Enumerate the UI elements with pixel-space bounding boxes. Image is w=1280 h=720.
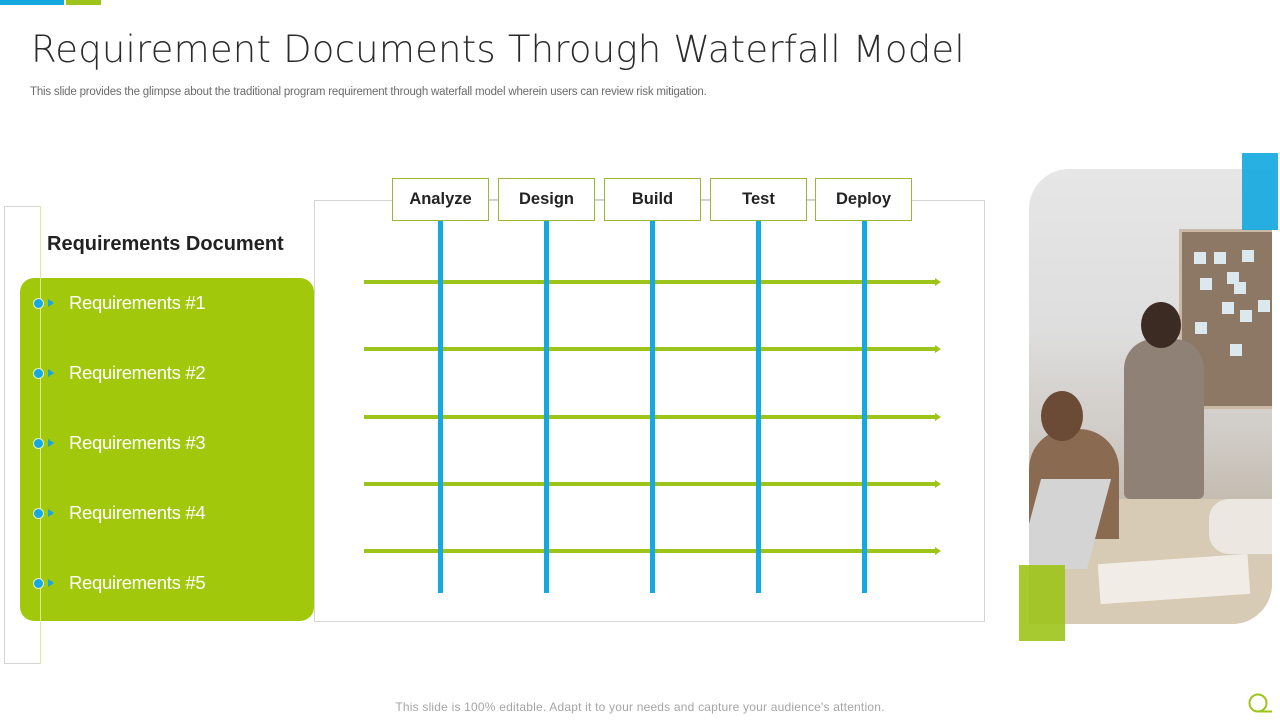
photo-person-standing — [1124, 339, 1204, 499]
phase-line-analyze — [438, 221, 443, 593]
requirement-item: Requirements #2 — [33, 361, 206, 385]
triangle-arrow-icon — [48, 299, 54, 307]
top-accent-bar-blue — [0, 0, 64, 5]
phase-line-design — [544, 221, 549, 593]
circle-dot-icon — [33, 297, 44, 309]
phase-box-deploy: Deploy — [815, 178, 912, 221]
phase-box-analyze: Analyze — [392, 178, 489, 221]
photo-arm — [1209, 499, 1272, 554]
circle-dot-icon — [33, 507, 44, 519]
phase-connector — [489, 199, 498, 200]
decorative-green-block — [1019, 565, 1065, 641]
requirement-item: Requirements #3 — [33, 431, 206, 455]
photo-person-head — [1041, 391, 1083, 441]
phase-line-test — [756, 221, 761, 593]
requirement-label: Requirements #3 — [69, 432, 206, 453]
phase-connector — [595, 199, 604, 200]
phase-box-design: Design — [498, 178, 595, 221]
requirement-label: Requirements #2 — [69, 362, 206, 383]
phase-connector — [807, 199, 815, 200]
circle-dot-icon — [33, 367, 44, 379]
triangle-arrow-icon — [48, 369, 54, 377]
circle-dot-icon — [33, 577, 44, 589]
page-subtitle: This slide provides the glimpse about th… — [30, 86, 707, 98]
requirement-item: Requirements #4 — [33, 501, 206, 525]
phase-box-test: Test — [710, 178, 807, 221]
page-title: Requirement Documents Through Waterfall … — [31, 28, 965, 71]
triangle-arrow-icon — [48, 579, 54, 587]
brand-q-logo-icon — [1248, 693, 1272, 713]
team-meeting-photo — [1029, 169, 1272, 624]
requirement-item: Requirements #1 — [33, 291, 206, 315]
requirement-label: Requirements #1 — [69, 292, 206, 313]
phase-connector — [701, 199, 710, 200]
footer-note: This slide is 100% editable. Adapt it to… — [395, 700, 885, 714]
circle-dot-icon — [33, 437, 44, 449]
requirements-heading: Requirements Document — [47, 233, 284, 255]
top-accent-bar-green — [66, 0, 101, 5]
phase-line-deploy — [862, 221, 867, 593]
requirements-timeline-line — [40, 206, 41, 664]
requirement-label: Requirements #4 — [69, 502, 206, 523]
phase-box-build: Build — [604, 178, 701, 221]
requirement-item: Requirements #5 — [33, 571, 206, 595]
decorative-blue-block — [1242, 153, 1278, 230]
requirements-panel — [20, 278, 314, 621]
photo-person-head — [1141, 302, 1181, 348]
requirement-label: Requirements #5 — [69, 572, 206, 593]
triangle-arrow-icon — [48, 509, 54, 517]
triangle-arrow-icon — [48, 439, 54, 447]
phase-line-build — [650, 221, 655, 593]
